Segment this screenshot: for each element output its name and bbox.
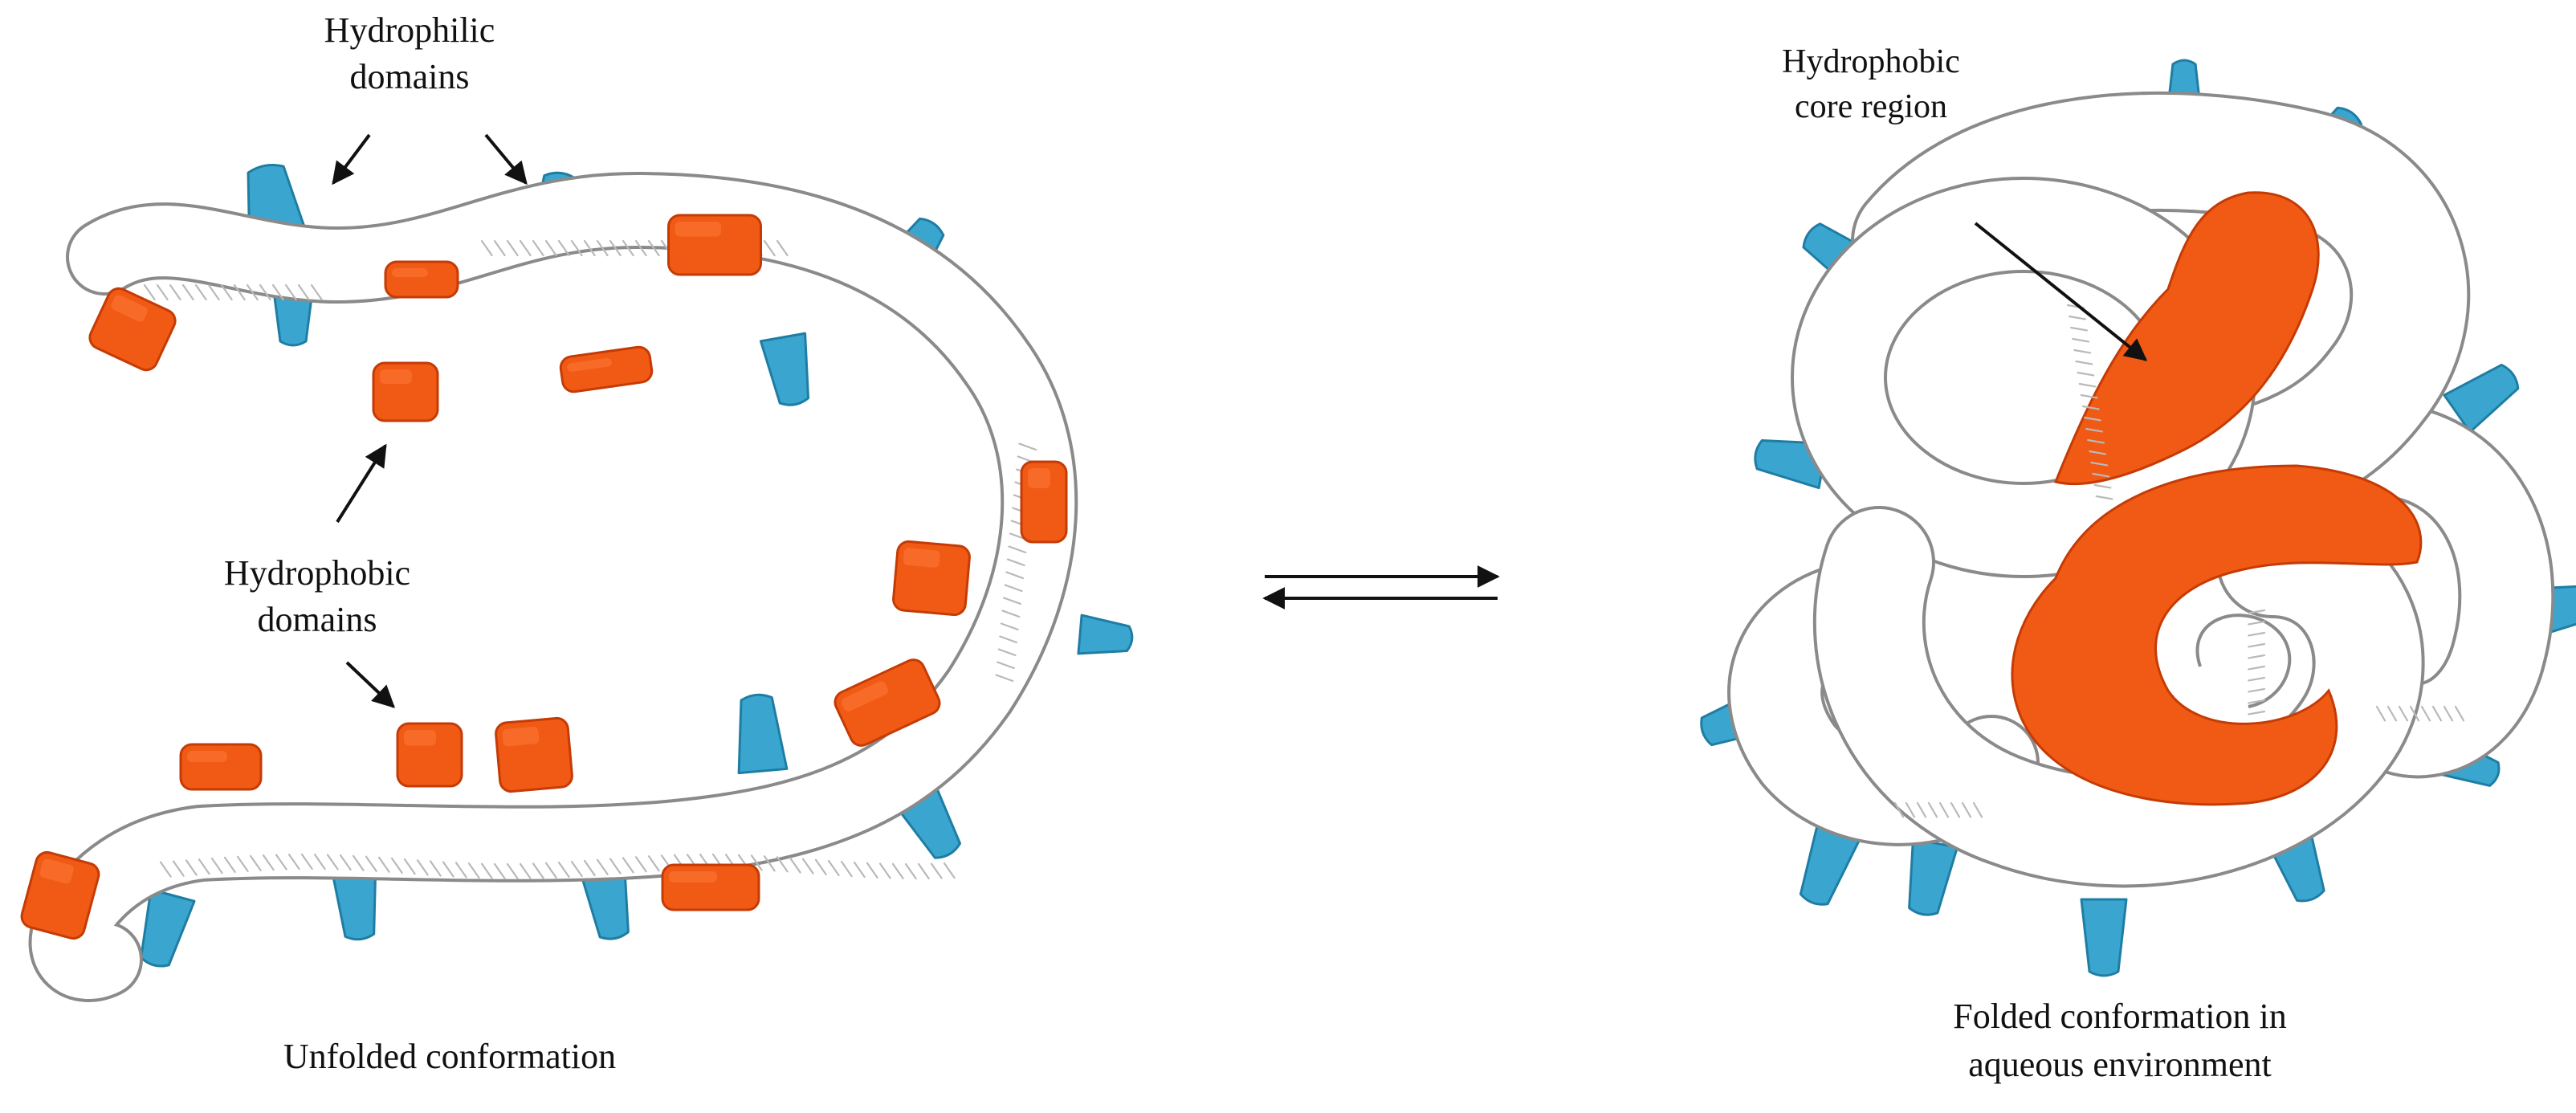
- folded-shading: [1893, 304, 2465, 818]
- hydrophobic-domain-icon: [495, 716, 573, 793]
- hydrophilic-domain-icon: [578, 862, 630, 940]
- hydrophobic-domain-icon: [88, 287, 177, 372]
- hydrophobic-arrow-down: [345, 661, 396, 708]
- folded-caption-line2: aqueous environment: [1968, 1045, 2272, 1084]
- hydrophobic-domain-icon: [20, 850, 100, 940]
- hydrophobic-domain-icon: [667, 214, 762, 276]
- hydrophobic-domain-icon: [892, 540, 971, 617]
- hydrophobic-label-line1: Hydrophobic: [224, 553, 410, 593]
- hydrophobic-domain-icon: [661, 863, 760, 911]
- hydrophilic-domain-icon: [2443, 363, 2520, 434]
- core-label: Hydrophobic core region: [1782, 43, 2148, 361]
- hydrophobic-core-lower: [2011, 464, 2423, 806]
- core-arrow: [1974, 222, 2148, 361]
- hydrophobic-domain-icon: [372, 361, 439, 422]
- hydrophilic-label: Hydrophilic domains: [324, 10, 528, 186]
- hydrophobic-domain-icon: [834, 658, 941, 747]
- hydrophilic-arrow-left: [332, 133, 371, 186]
- hydrophobic-core-upper: [2053, 191, 2320, 486]
- hydrophobic-domain-icon: [179, 743, 263, 791]
- unfolded-caption: Unfolded conformation: [283, 1037, 616, 1076]
- hydrophobic-domain-icon: [396, 722, 463, 788]
- unfolded-protein: [20, 164, 1134, 1002]
- core-label-line2: core region: [1795, 88, 1947, 125]
- hydrophilic-domain-icon: [737, 693, 789, 775]
- hydrophobic-label-line2: domains: [257, 600, 377, 639]
- hydrophilic-domain-icon: [2080, 898, 2128, 977]
- hydrophilic-domain-icon: [759, 332, 810, 406]
- hydrophilic-arrow-right: [484, 133, 528, 186]
- hydrophilic-domain-icon: [1908, 838, 1959, 916]
- hydrophobic-domain-icon: [559, 345, 654, 393]
- equilibrium-arrows-icon: [1262, 565, 1500, 610]
- hydrophilic-domain-icon: [1077, 614, 1134, 655]
- hydrophobic-domain-icon: [384, 260, 459, 299]
- hydrophilic-domain-icon: [329, 860, 377, 941]
- hydrophobic-label: Hydrophobic domains: [224, 443, 410, 708]
- hydrophilic-label-line1: Hydrophilic: [324, 10, 495, 50]
- hydrophilic-label-line2: domains: [349, 57, 469, 96]
- hydrophilic-domain-icon: [2540, 583, 2576, 634]
- unfolded-hydrophobic-domains: [20, 214, 1068, 940]
- folded-caption-line1: Folded conformation in: [1953, 997, 2287, 1036]
- folded-protein: [1700, 59, 2576, 977]
- hydrophobic-domain-icon: [1020, 460, 1068, 544]
- hydrophobic-arrow-up: [336, 443, 387, 524]
- hydrophilic-domain-icon: [1799, 822, 1861, 906]
- core-label-line1: Hydrophobic: [1782, 43, 1960, 80]
